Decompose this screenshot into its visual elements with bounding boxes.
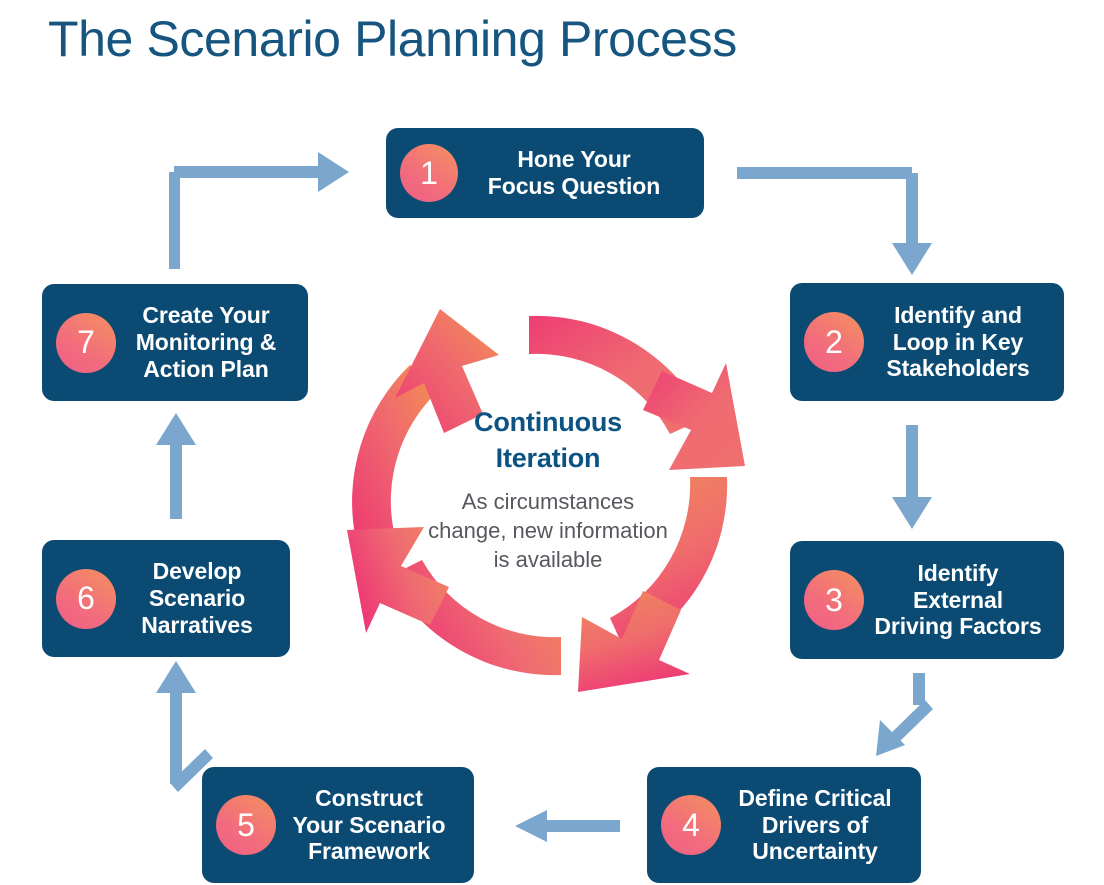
step-number-badge-5: 5 <box>216 795 276 855</box>
step-number-badge-6: 6 <box>56 568 116 629</box>
step-label-7: Create Your Monitoring & Action Plan <box>135 302 277 382</box>
step-number-badge-4: 4 <box>661 795 721 855</box>
step-label-6: Develop Scenario Narratives <box>141 558 253 638</box>
step-number-badge-7: 7 <box>56 312 116 373</box>
step-box-3[interactable]: 3 Identify External Driving Factors <box>790 541 1064 659</box>
step-box-1[interactable]: 1 Hone Your Focus Question <box>386 128 704 218</box>
step-label-2: Identify and Loop in Key Stakeholders <box>886 301 1030 382</box>
connector-3-to-4 <box>876 673 933 756</box>
connector-1-to-2 <box>737 167 932 275</box>
step-box-6[interactable]: 6 Develop Scenario Narratives <box>42 540 290 657</box>
step-number-badge-3: 3 <box>804 570 864 630</box>
connector-7-to-1 <box>169 152 349 269</box>
step-number-badge-2: 2 <box>804 312 864 372</box>
connector-5-to-6 <box>156 661 213 792</box>
step-box-4[interactable]: 4 Define Critical Drivers of Uncertainty <box>647 767 921 883</box>
step-number-badge-1: 1 <box>400 144 458 202</box>
connector-6-to-7 <box>156 413 196 519</box>
step-box-7[interactable]: 7 Create Your Monitoring & Action Plan <box>42 284 308 401</box>
connector-4-to-5 <box>515 810 620 842</box>
connector-2-to-3 <box>892 425 932 529</box>
cycle-arrow-3 <box>578 477 728 692</box>
step-label-1: Hone Your Focus Question <box>487 146 661 199</box>
step-label-5: Construct Your Scenario Framework <box>292 784 446 865</box>
center-heading: Continuous Iteration <box>474 407 622 473</box>
step-label-4: Define Critical Drivers of Uncertainty <box>738 784 892 865</box>
step-box-5[interactable]: 5 Construct Your Scenario Framework <box>202 767 474 883</box>
cycle-arrow-4 <box>347 527 561 676</box>
cycle-arrow-2 <box>529 315 745 470</box>
center-subtext: As circumstances change, new information… <box>428 489 668 572</box>
page-title: The Scenario Planning Process <box>48 11 737 67</box>
step-label-3: Identify External Driving Factors <box>874 559 1042 640</box>
cycle-arrow-1 <box>352 309 499 540</box>
center-label-group: Continuous Iteration As circumstances ch… <box>414 404 682 574</box>
step-box-2[interactable]: 2 Identify and Loop in Key Stakeholders <box>790 283 1064 401</box>
